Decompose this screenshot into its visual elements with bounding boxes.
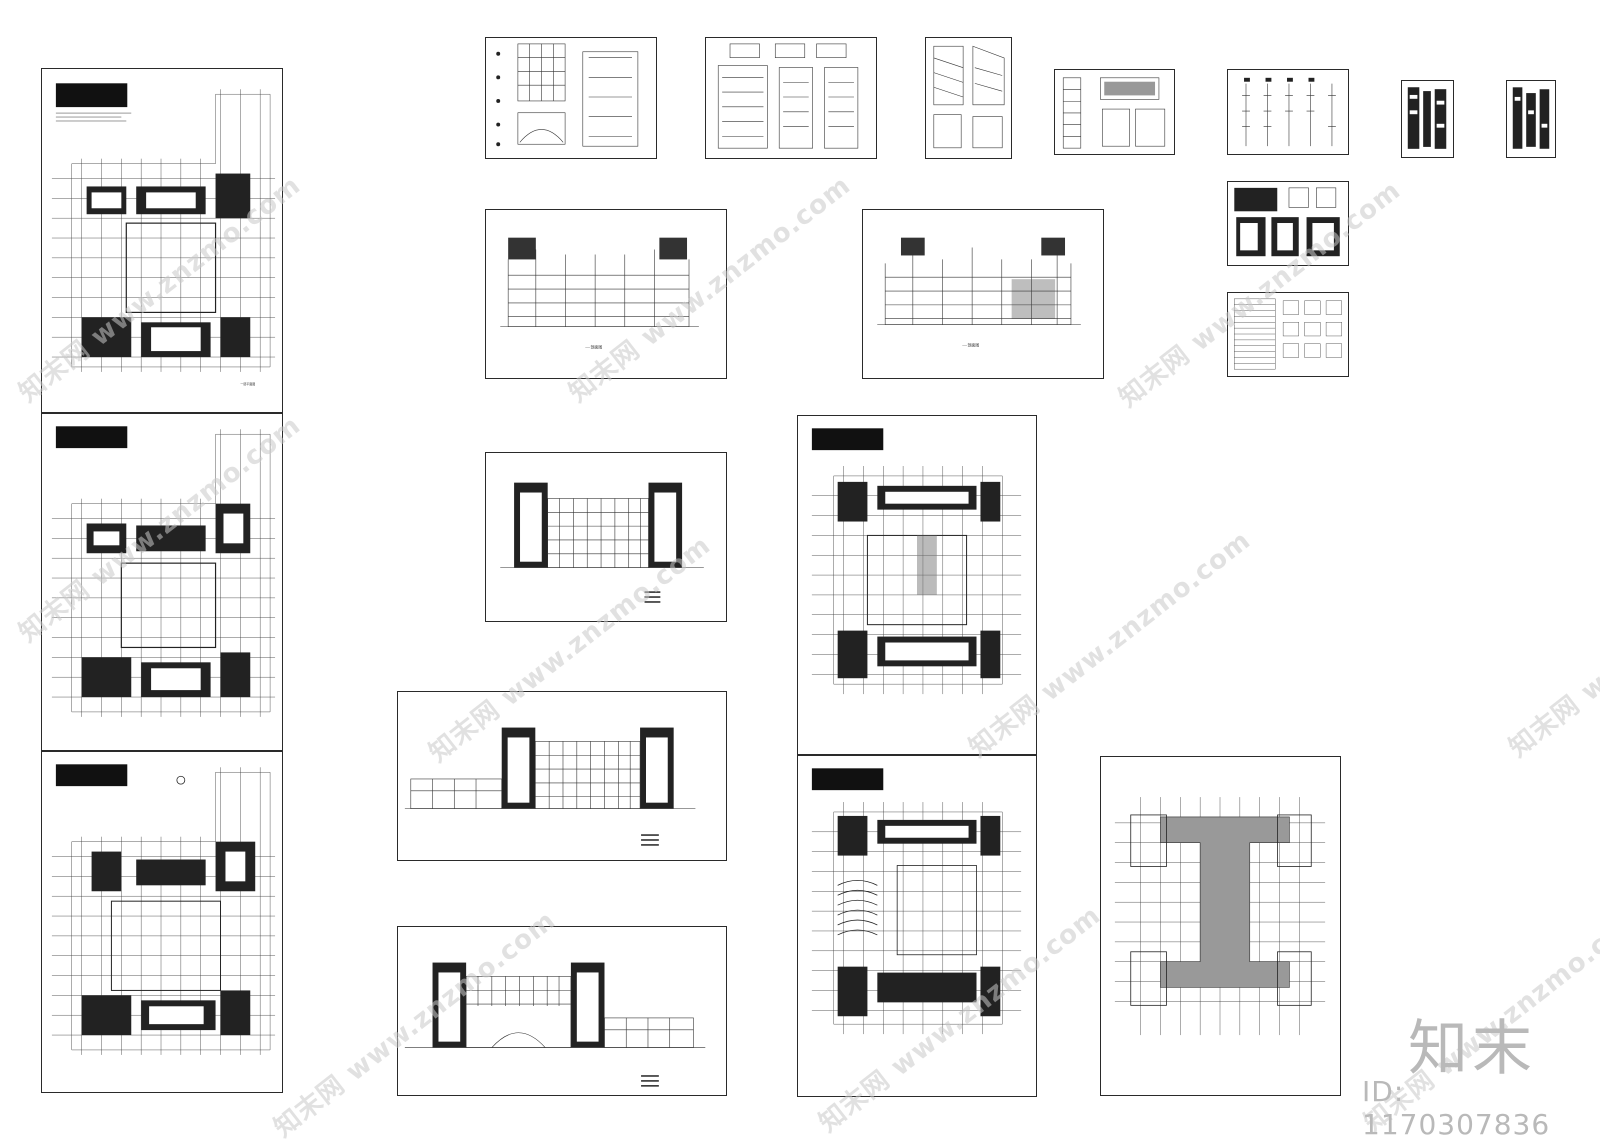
sheet-elevation-1[interactable] bbox=[485, 452, 727, 622]
sheet-detail-8[interactable] bbox=[1227, 181, 1349, 266]
sheet-floor-plan-2[interactable] bbox=[41, 413, 283, 751]
roof-plan-drawing bbox=[1114, 797, 1326, 1036]
detail-drawing bbox=[1242, 77, 1336, 147]
sheet-detail-3[interactable] bbox=[925, 37, 1012, 159]
sheet-detail-6[interactable] bbox=[1401, 80, 1454, 158]
sheet-floor-plan-3[interactable] bbox=[41, 751, 283, 1093]
detail-drawing bbox=[1234, 298, 1342, 370]
sheet-roof-plan[interactable] bbox=[1100, 756, 1341, 1096]
brand-logo: 知末 bbox=[1408, 1014, 1536, 1084]
svg-text:—·剖面图: —·剖面图 bbox=[585, 344, 602, 349]
sheet-section-2[interactable]: —·剖面图 bbox=[862, 209, 1104, 379]
floor-plan-drawing bbox=[811, 768, 1022, 1035]
sheet-detail-7[interactable] bbox=[1506, 80, 1556, 158]
floor-plan-drawing bbox=[811, 428, 1022, 695]
sheet-detail-2[interactable] bbox=[705, 37, 877, 159]
sheet-floor-plan-1[interactable]: 一层平面图 bbox=[41, 68, 283, 413]
sheet-elevation-2[interactable] bbox=[397, 691, 727, 861]
elevation-drawing bbox=[404, 727, 696, 846]
elevation-drawing bbox=[404, 962, 706, 1087]
sheet-section-1[interactable]: —·剖面图 bbox=[485, 209, 727, 379]
sheet-detail-9[interactable] bbox=[1227, 292, 1349, 377]
section-drawing: —·剖面图 bbox=[877, 237, 1081, 347]
image-id-label: ID: 1170307836 bbox=[1362, 1075, 1551, 1141]
sheet-elevation-3[interactable] bbox=[397, 926, 727, 1096]
floor-plan-drawing bbox=[51, 426, 276, 717]
floor-plan-drawing: 一层平面图 bbox=[51, 83, 276, 386]
sheet-detail-5[interactable] bbox=[1227, 69, 1349, 155]
sheet-detail-4[interactable] bbox=[1054, 69, 1175, 155]
detail-drawing bbox=[1512, 87, 1550, 149]
detail-drawing bbox=[717, 43, 859, 149]
sheet-floor-plan-4[interactable] bbox=[797, 415, 1037, 755]
watermark-7: 知末网 www.znzmo.com bbox=[1503, 525, 1600, 764]
section-drawing: —·剖面图 bbox=[500, 237, 699, 349]
detail-drawing bbox=[1062, 77, 1166, 149]
svg-text:—·剖面图: —·剖面图 bbox=[962, 342, 979, 347]
svg-text:一层平面图: 一层平面图 bbox=[240, 381, 255, 386]
sheet-detail-1[interactable] bbox=[485, 37, 657, 159]
floor-plan-drawing bbox=[51, 764, 276, 1055]
elevation-drawing bbox=[500, 482, 704, 603]
detail-drawing bbox=[933, 45, 1005, 149]
detail-drawing bbox=[1407, 87, 1447, 149]
detail-drawing bbox=[496, 43, 639, 147]
sheet-floor-plan-5[interactable] bbox=[797, 755, 1037, 1097]
detail-drawing bbox=[1234, 187, 1340, 257]
